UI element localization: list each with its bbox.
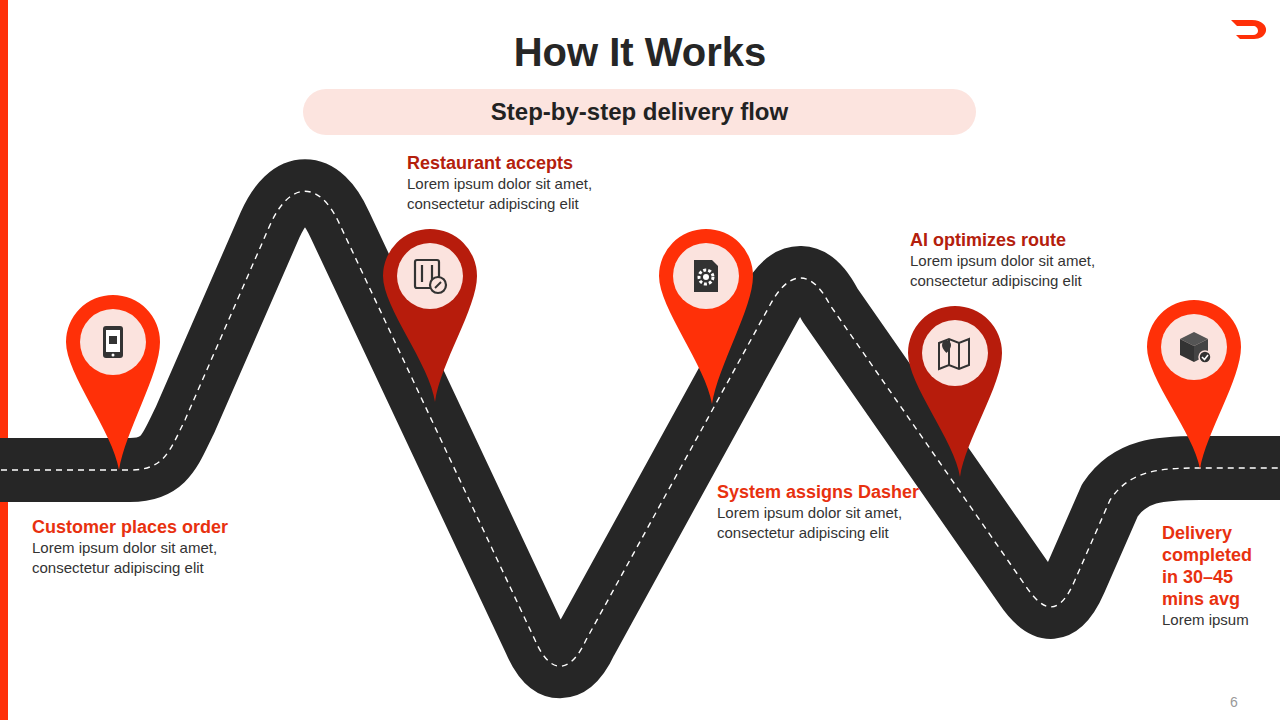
pin-shape xyxy=(908,306,1002,477)
pin-face xyxy=(397,243,463,309)
step-body: Lorem ipsum dolor sit amet, consectetur … xyxy=(910,251,1150,291)
step-body: Lorem ipsum dolor sit amet, consectetur … xyxy=(407,174,647,214)
pin-face xyxy=(80,309,146,375)
step-heading: System assigns Dasher xyxy=(717,481,957,503)
road-surface xyxy=(0,191,1280,666)
step-block: Customer places orderLorem ipsum dolor s… xyxy=(32,516,272,578)
brand-logo xyxy=(1231,20,1266,39)
map-icon xyxy=(939,339,969,369)
subtitle-pill: Step-by-step delivery flow xyxy=(303,89,976,135)
step-body: Lorem ipsum xyxy=(1162,610,1270,630)
accent-bar xyxy=(0,0,8,720)
step-body: Lorem ipsum dolor sit amet, consectetur … xyxy=(717,503,957,543)
pin-face xyxy=(922,320,988,386)
subtitle-text: Step-by-step delivery flow xyxy=(491,98,788,126)
slide-title: How It Works xyxy=(0,28,1280,76)
menu-icon xyxy=(415,260,446,293)
step-heading: Delivery completed in 30–45 mins avg xyxy=(1162,522,1270,610)
map-pin xyxy=(383,229,477,402)
pin-shape xyxy=(1147,300,1241,469)
road xyxy=(0,191,1280,666)
phone-icon xyxy=(103,326,123,358)
pin-face xyxy=(1161,314,1227,380)
pin-shape xyxy=(66,295,160,470)
step-block: Restaurant acceptsLorem ipsum dolor sit … xyxy=(407,152,647,214)
map-pin xyxy=(66,295,160,470)
map-pin xyxy=(659,229,753,404)
pin-shape xyxy=(659,229,753,404)
step-heading: AI optimizes route xyxy=(910,229,1150,251)
step-heading: Restaurant accepts xyxy=(407,152,647,174)
package-icon xyxy=(1180,332,1211,363)
step-block: System assigns DasherLorem ipsum dolor s… xyxy=(717,481,957,543)
map-pin xyxy=(908,306,1002,477)
step-heading: Customer places order xyxy=(32,516,272,538)
step-block: AI optimizes routeLorem ipsum dolor sit … xyxy=(910,229,1150,291)
step-body: Lorem ipsum dolor sit amet, consectetur … xyxy=(32,538,272,578)
step-block: Delivery completed in 30–45 mins avgLore… xyxy=(1162,522,1270,630)
page-number: 6 xyxy=(1230,694,1238,710)
settings-document-icon xyxy=(694,260,718,292)
map-pin xyxy=(1147,300,1241,469)
pin-shape xyxy=(383,229,477,402)
road-centerline xyxy=(0,191,1280,666)
pin-face xyxy=(673,243,739,309)
